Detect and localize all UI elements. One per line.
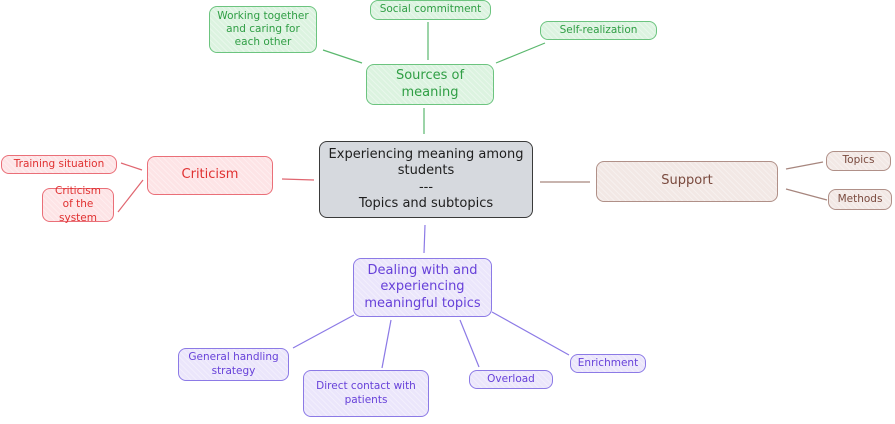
edge-sources-working xyxy=(322,49,363,64)
social-commitment-node[interactable]: Social commitment xyxy=(370,0,491,20)
edge-support-topics xyxy=(785,161,824,170)
central-separator: --- xyxy=(418,179,434,195)
edge-dealing-direct xyxy=(381,319,392,369)
sources-of-meaning-node[interactable]: Sources of meaning xyxy=(366,64,494,105)
edge-dealing-enrichment xyxy=(491,311,570,356)
criticism-of-system-node[interactable]: Criticism of the system xyxy=(42,185,114,224)
enrichment-node[interactable]: Enrichment xyxy=(570,354,646,373)
central-topic-node[interactable]: Experiencing meaning among students --- … xyxy=(319,141,533,218)
direct-contact-node[interactable]: Direct contact with patients xyxy=(303,370,429,417)
general-handling-strategy-node[interactable]: General handling strategy xyxy=(178,348,289,381)
support-topics-node[interactable]: Topics xyxy=(826,151,891,171)
training-situation-node[interactable]: Training situation xyxy=(1,155,117,174)
edge-dealing-overload xyxy=(459,319,480,368)
edge-support-methods xyxy=(785,188,828,201)
central-subtitle: Topics and subtopics xyxy=(358,195,494,211)
edge-dealing-center xyxy=(423,224,426,254)
support-node[interactable]: Support xyxy=(596,161,778,202)
central-title: Experiencing meaning among students xyxy=(328,147,524,179)
support-methods-node[interactable]: Methods xyxy=(828,189,892,210)
edge-dealing-general xyxy=(292,314,355,349)
self-realization-node[interactable]: Self-realization xyxy=(540,21,657,40)
edge-criticism-system xyxy=(117,179,144,213)
working-together-node[interactable]: Working together and caring for each oth… xyxy=(209,6,317,53)
edge-criticism-center xyxy=(281,178,315,181)
overload-node[interactable]: Overload xyxy=(469,370,553,389)
edge-criticism-training xyxy=(120,162,143,171)
criticism-node[interactable]: Criticism xyxy=(147,156,273,195)
edge-sources-self xyxy=(495,42,546,64)
dealing-with-topics-node[interactable]: Dealing with and experiencing meaningful… xyxy=(353,258,492,317)
